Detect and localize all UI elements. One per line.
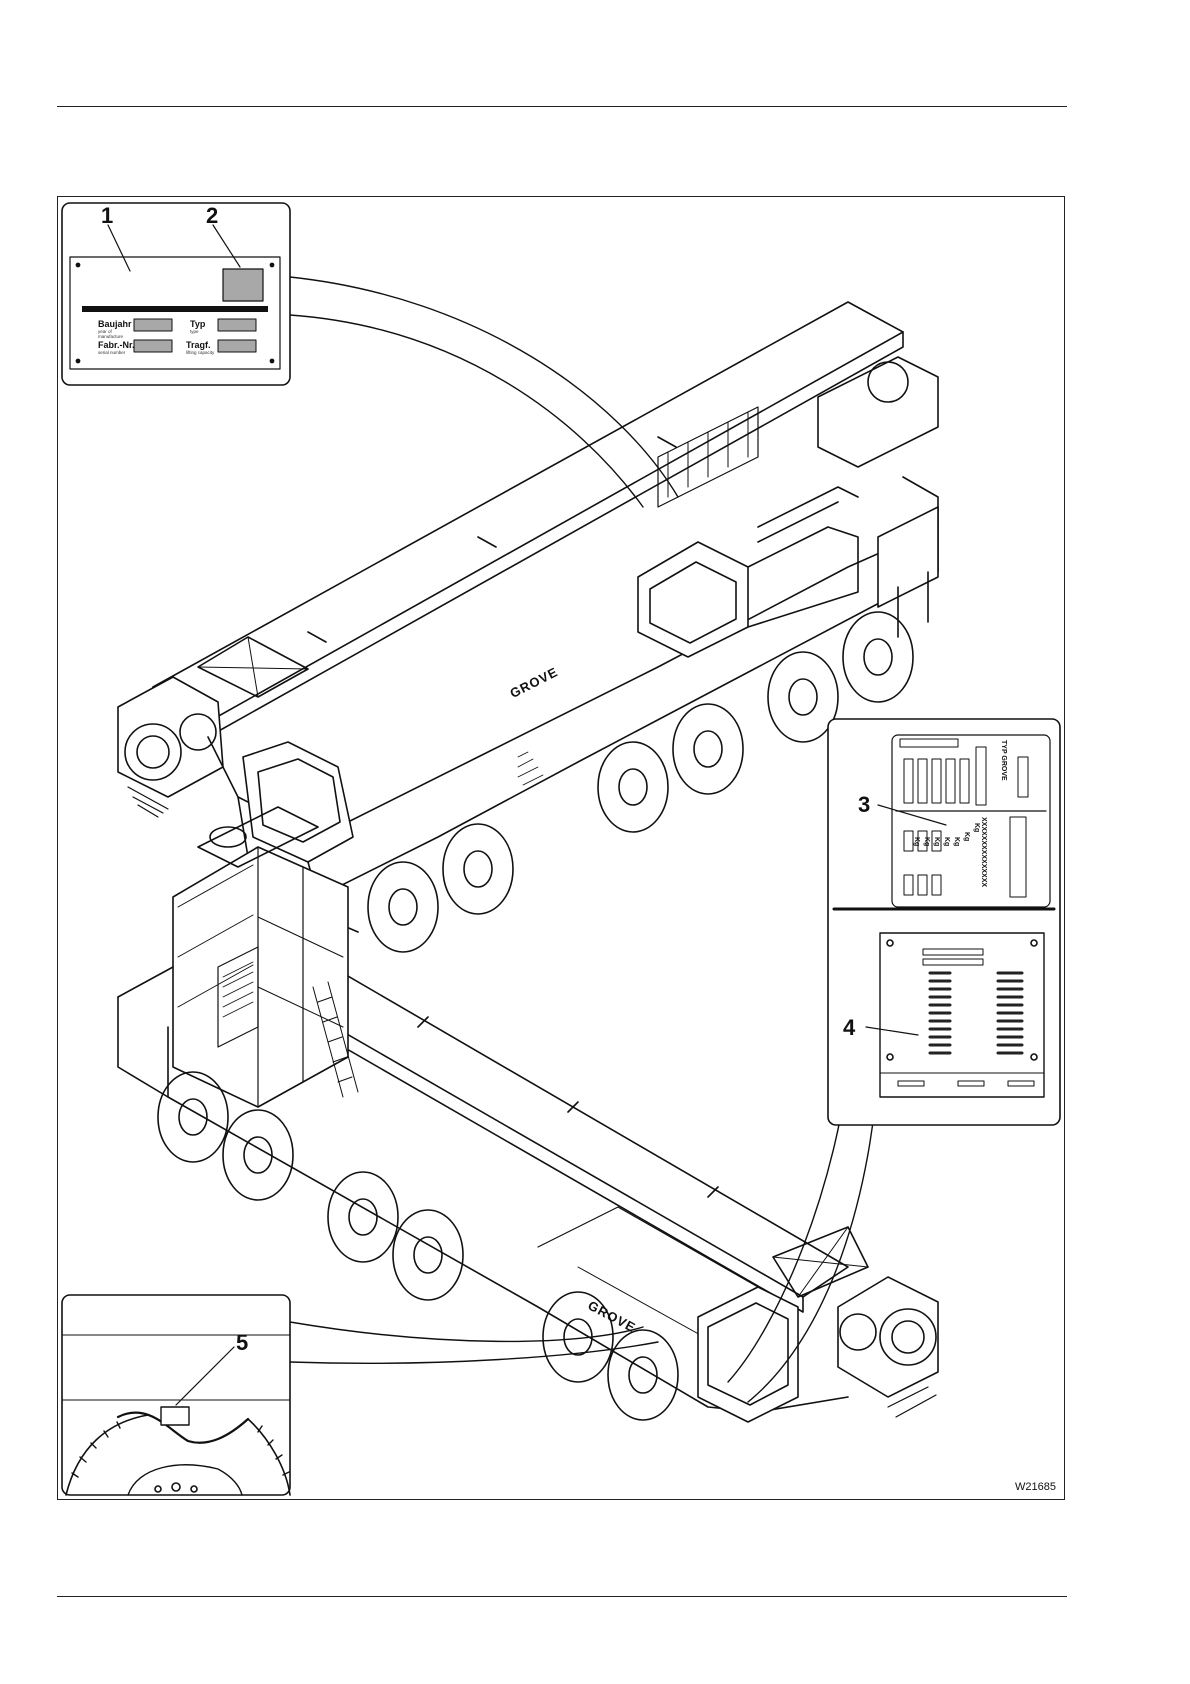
nameplate-sublabel-year: year of manufacture	[98, 330, 132, 340]
callout-1: 1	[101, 205, 113, 227]
type-plate-unit-1: Kg	[973, 823, 980, 832]
tyre-marking-detail	[62, 1295, 290, 1495]
type-plate-serial: XXXXXXXXXXXXXXX	[980, 817, 987, 887]
nameplate-label-serial: Fabr.-Nr.	[98, 341, 135, 350]
callout-2: 2	[206, 205, 218, 227]
type-plate-unit-7: Kg	[913, 837, 920, 846]
nameplate-detail	[62, 203, 290, 385]
crane-top-view	[118, 302, 938, 952]
type-plate-unit-6: Kg	[923, 837, 930, 846]
type-plate-unit-3: Kg	[953, 837, 960, 846]
type-plate-title: TYP GROVE	[1000, 740, 1007, 781]
bottom-rule	[57, 1596, 1067, 1597]
drawing-id: W21685	[1015, 1481, 1056, 1493]
nameplate-sublabel-capacity: lifting capacity	[186, 351, 214, 356]
type-plate-detail	[828, 719, 1060, 1125]
nameplate-label-capacity: Tragf.	[186, 341, 211, 350]
type-plate-unit-4: Kg	[943, 837, 950, 846]
crane-identification-figure: 1 2 3 4 5 Baujahr year of manufacture Ty…	[57, 196, 1065, 1500]
top-rule	[57, 106, 1067, 107]
callout-4: 4	[843, 1017, 855, 1039]
line-art	[58, 197, 1066, 1501]
nameplate-sublabel-serial: serial number	[98, 351, 125, 356]
type-plate-unit-5: Kg	[933, 837, 940, 846]
callout-5: 5	[236, 1332, 248, 1354]
nameplate-sublabel-type: type	[190, 330, 199, 335]
callout-3: 3	[858, 794, 870, 816]
type-plate-unit-2: Kg	[963, 832, 970, 841]
nameplate-label-type: Typ	[190, 320, 205, 329]
nameplate-label-year: Baujahr	[98, 320, 132, 329]
